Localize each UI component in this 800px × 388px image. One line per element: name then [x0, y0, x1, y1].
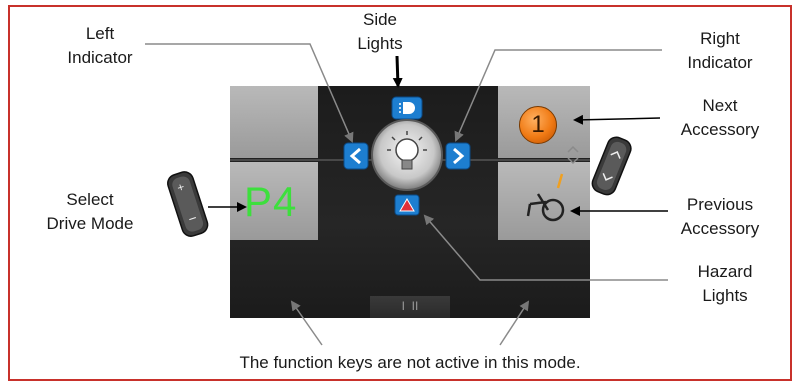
toggle-switch-icon[interactable]: + − [165, 170, 210, 239]
direction-pad [343, 96, 471, 216]
function-key-bar: I II [370, 296, 450, 318]
label-right-indicator: Right Indicator [687, 29, 753, 72]
rocker-switch-icon[interactable] [590, 135, 634, 198]
accessory-number: 1 [531, 111, 545, 138]
left-indicator-arrow [145, 43, 354, 143]
label-next-accessory: Next Accessory [680, 96, 760, 139]
left-indicator-button[interactable] [343, 142, 369, 170]
function-key-right-arrow [499, 300, 530, 346]
label-side-lights: Side Lights [357, 10, 403, 53]
right-indicator-arrow [454, 49, 662, 142]
label-previous-accessory: Previous Accessory [680, 195, 760, 238]
label-hazard-lights: Hazard Lights [697, 262, 753, 305]
right-arrow-icon [453, 147, 465, 165]
function-key-left-arrow [290, 300, 323, 346]
accessory-scroll-arrows [567, 145, 579, 165]
label-left-indicator: Left Indicator [67, 24, 133, 67]
light-bulb-icon [387, 131, 427, 170]
hazard-icon [399, 198, 415, 212]
diagram-border [8, 5, 792, 381]
function-keys-note: The function keys are not active in this… [239, 353, 581, 372]
next-accessory-arrow [573, 114, 661, 125]
side-lights-icon [399, 102, 415, 114]
wheelchair-icon [526, 173, 565, 222]
accessory-badge: 1 [519, 106, 557, 144]
left-arrow-icon [349, 147, 361, 165]
drive-mode-text: P4 [244, 178, 298, 225]
label-select-drive-mode: Select Drive Mode [46, 190, 134, 233]
top-left-panel [230, 86, 318, 158]
hazard-lights-arrow [423, 214, 668, 281]
drive-mode-panel[interactable]: P4 [230, 162, 318, 240]
right-indicator-button[interactable] [445, 142, 471, 170]
svg-text:+: + [175, 180, 186, 195]
function-key-marks: I II [401, 299, 419, 313]
side-lights-arrow [392, 55, 403, 88]
